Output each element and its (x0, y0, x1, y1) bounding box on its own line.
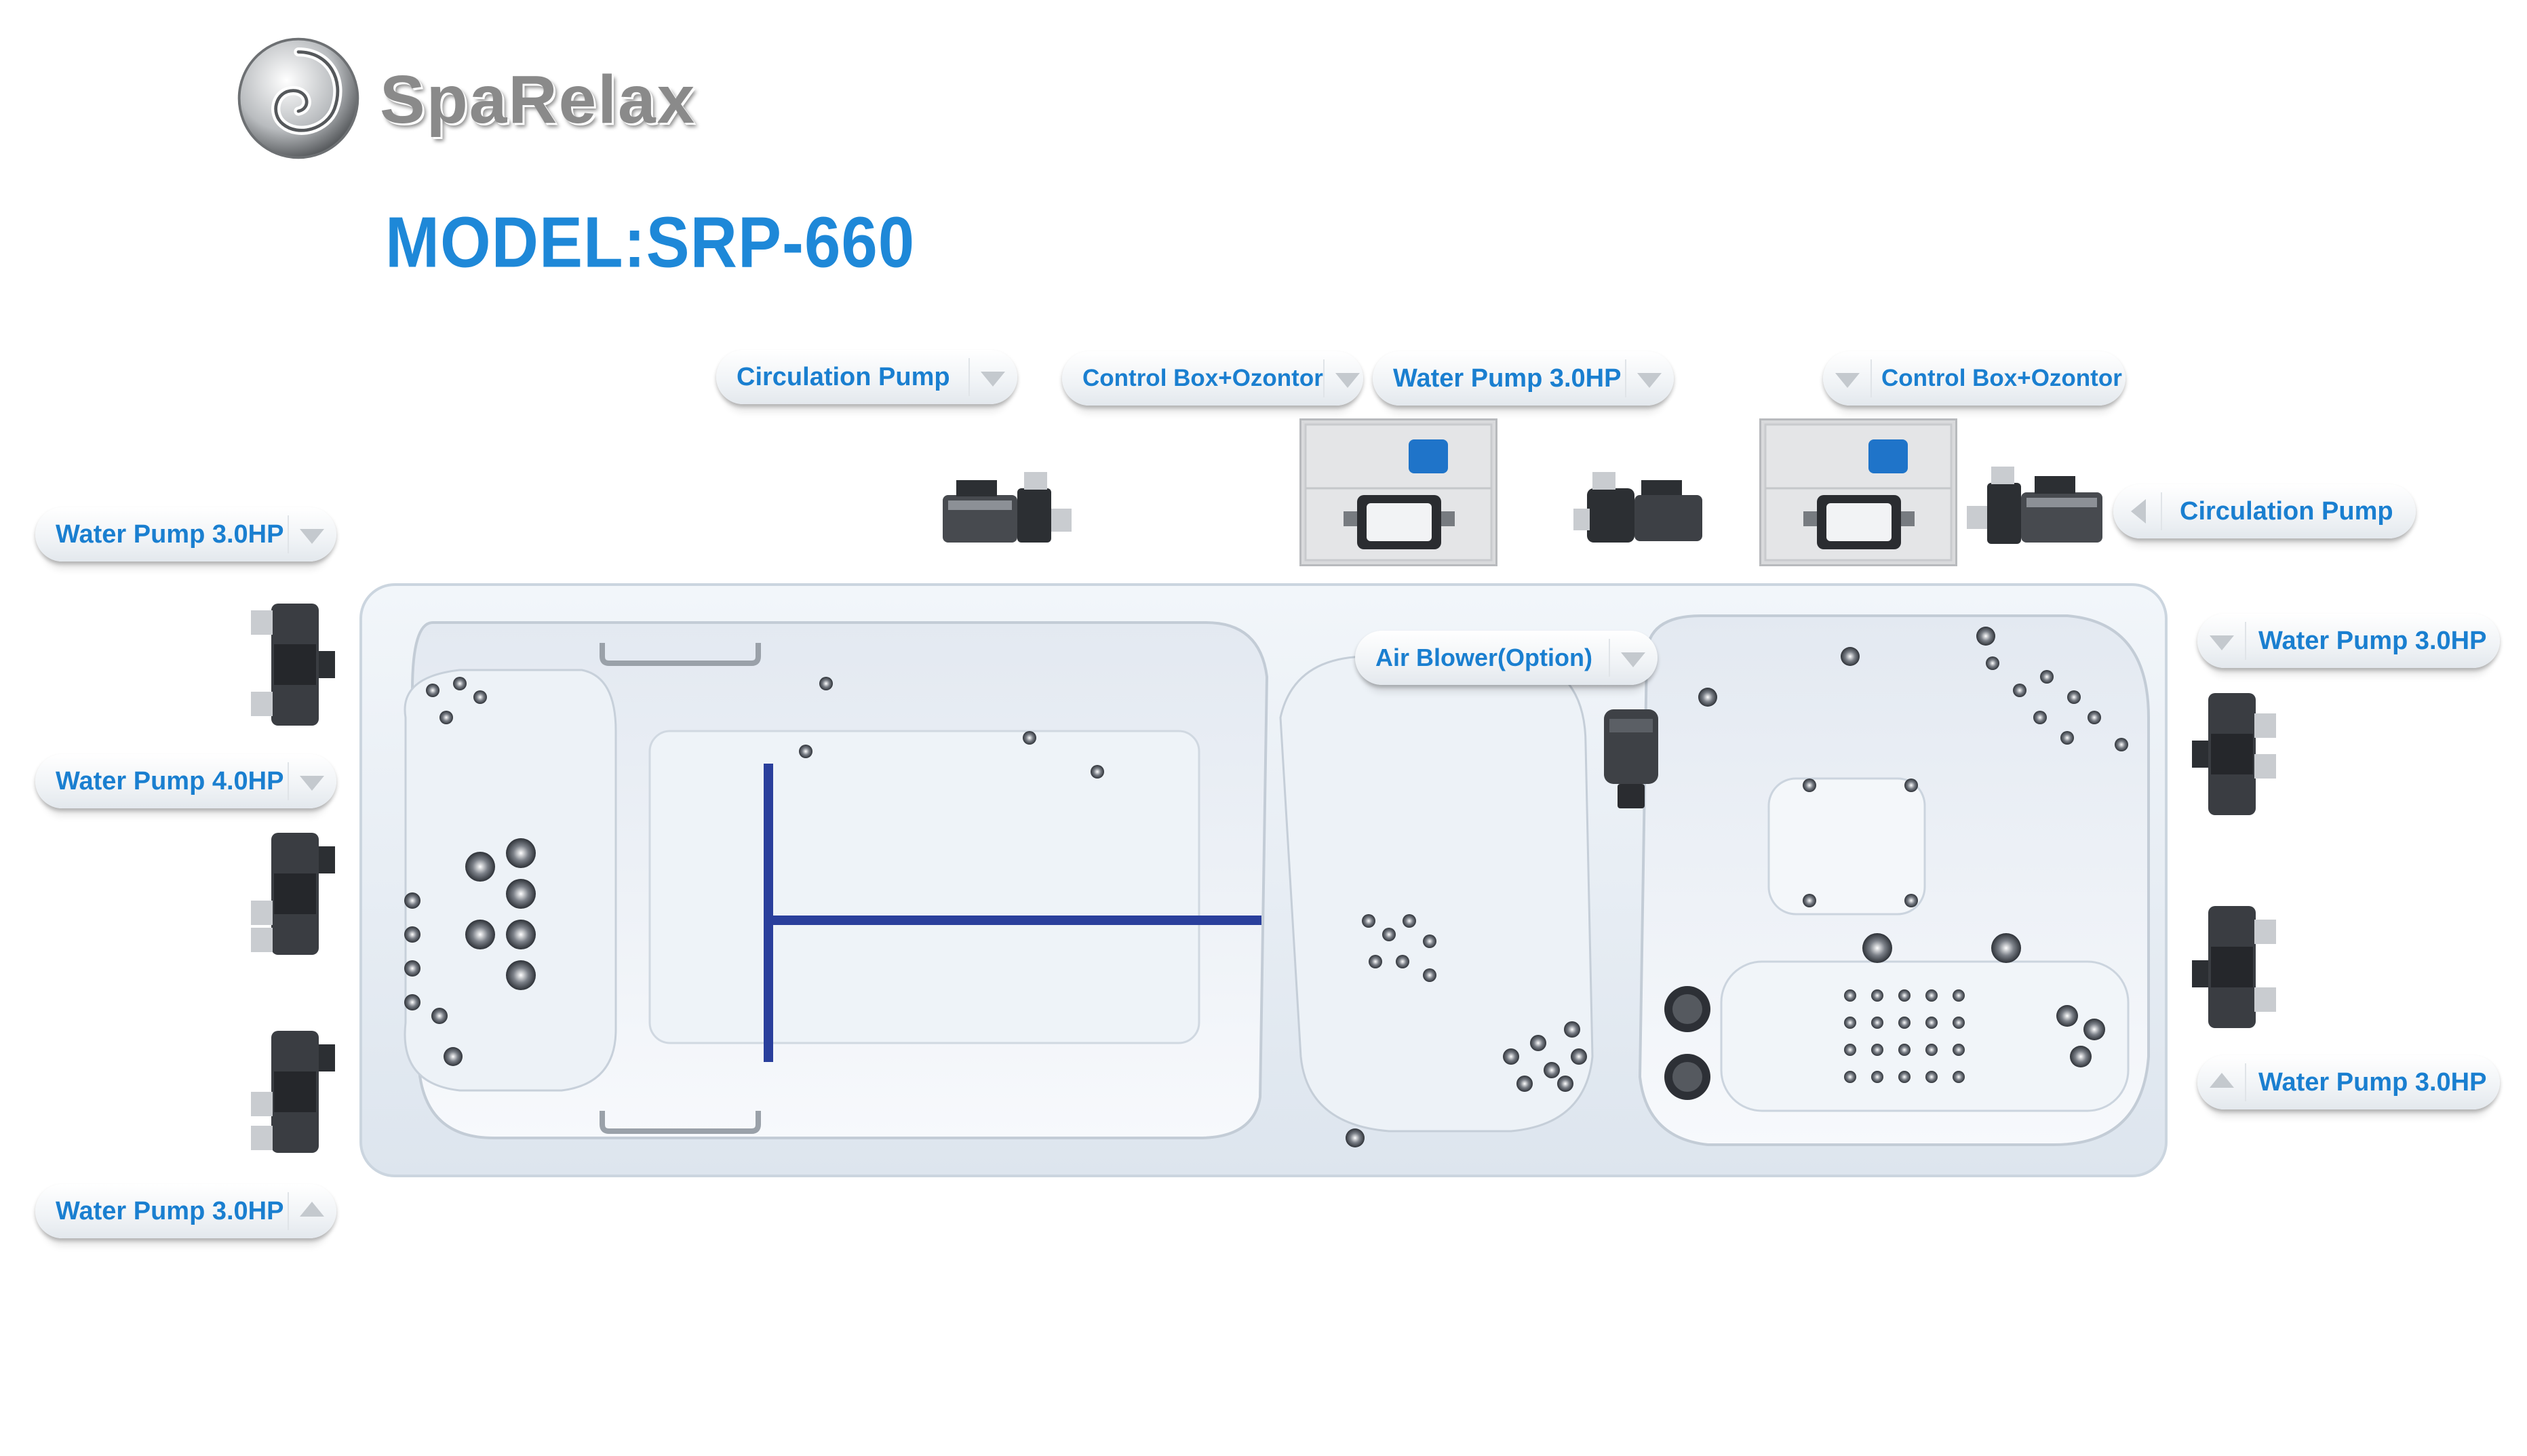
triangle-down-icon (288, 754, 336, 808)
sparelax-logo-icon (237, 37, 359, 159)
water-pump-3hp-left-2-icon (251, 1031, 335, 1153)
label-water-pump-top: Water Pump 3.0HP (1373, 351, 1674, 406)
label-text: Water Pump 3.0HP (56, 1196, 284, 1225)
triangle-down-icon (288, 507, 336, 562)
triangle-down-icon (1323, 351, 1372, 406)
water-pump-3hp-right-1-icon (2192, 693, 2276, 815)
circulation-pump-icon (943, 472, 1072, 543)
triangle-down-icon (968, 350, 1017, 404)
triangle-up-icon (2197, 1055, 2246, 1109)
label-text: Water Pump 3.0HP (2258, 1067, 2487, 1097)
water-pump-3hp-left-1-icon (251, 604, 335, 726)
triangle-down-icon (1609, 631, 1658, 685)
water-pump-3hp-right-2-icon (2192, 906, 2276, 1028)
label-water-pump-left-1: Water Pump 3.0HP (35, 507, 336, 562)
label-text: Control Box+Ozontor (1082, 365, 1323, 391)
circulation-pump-right-icon (1967, 467, 2102, 544)
label-circulation-pump-top: Circulation Pump (716, 350, 1017, 404)
brand-name: SpaRelax (380, 62, 697, 138)
triangle-down-icon (1625, 351, 1674, 406)
water-pump-4hp-left-icon (251, 833, 335, 955)
label-circulation-pump-right: Circulation Pump (2113, 484, 2416, 538)
label-text: Air Blower(Option) (1375, 644, 1592, 671)
label-water-pump-right-2: Water Pump 3.0HP (2197, 1055, 2500, 1109)
triangle-up-icon (288, 1184, 336, 1238)
control-box-icon (1304, 423, 1493, 562)
label-text: Control Box+Ozontor (1881, 365, 2122, 391)
control-box-right (1759, 418, 1957, 566)
label-text: Water Pump 3.0HP (1393, 363, 1622, 393)
control-box-left (1299, 418, 1497, 566)
label-water-pump-left-3: Water Pump 3.0HP (35, 1184, 336, 1238)
label-text: Water Pump 3.0HP (56, 519, 284, 549)
triangle-down-icon (2197, 614, 2246, 668)
control-box-icon (1764, 423, 1953, 562)
label-text: Circulation Pump (2180, 496, 2393, 526)
triangle-down-icon (1823, 351, 1872, 406)
label-water-pump-left-2: Water Pump 4.0HP (35, 754, 336, 808)
label-control-box-left: Control Box+Ozontor (1062, 351, 1363, 406)
label-water-pump-right-1: Water Pump 3.0HP (2197, 614, 2500, 668)
label-control-box-right: Control Box+Ozontor (1823, 351, 2126, 406)
label-text: Water Pump 4.0HP (56, 766, 284, 795)
triangle-left-icon (2113, 484, 2162, 538)
model-title: MODEL:SRP-660 (385, 203, 916, 283)
air-blower-icon (1604, 709, 1658, 808)
label-text: Water Pump 3.0HP (2258, 626, 2487, 655)
label-air-blower: Air Blower(Option) (1355, 631, 1658, 685)
label-text: Circulation Pump (737, 362, 950, 391)
water-pump-3hp-top-icon (1573, 472, 1702, 543)
swim-spa-tub-diagram (359, 583, 2168, 1177)
